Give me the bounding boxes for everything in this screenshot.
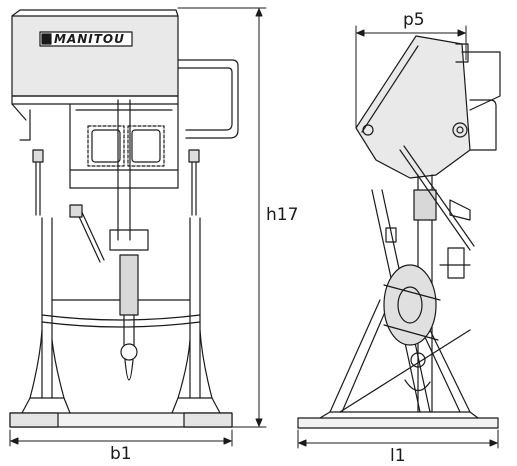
brand-logo-text: MANITOU xyxy=(54,32,125,46)
dim-b1-line xyxy=(9,429,233,447)
dim-l1-line xyxy=(297,429,499,449)
dim-label-l1: l1 xyxy=(390,446,406,466)
dim-p5-line xyxy=(355,25,467,129)
dim-h17-line xyxy=(177,7,267,428)
dim-label-b1: b1 xyxy=(110,444,132,464)
dim-label-h17: h17 xyxy=(266,205,299,225)
dim-label-p5: p5 xyxy=(403,10,425,30)
side-view xyxy=(297,35,501,429)
front-view xyxy=(9,9,239,428)
